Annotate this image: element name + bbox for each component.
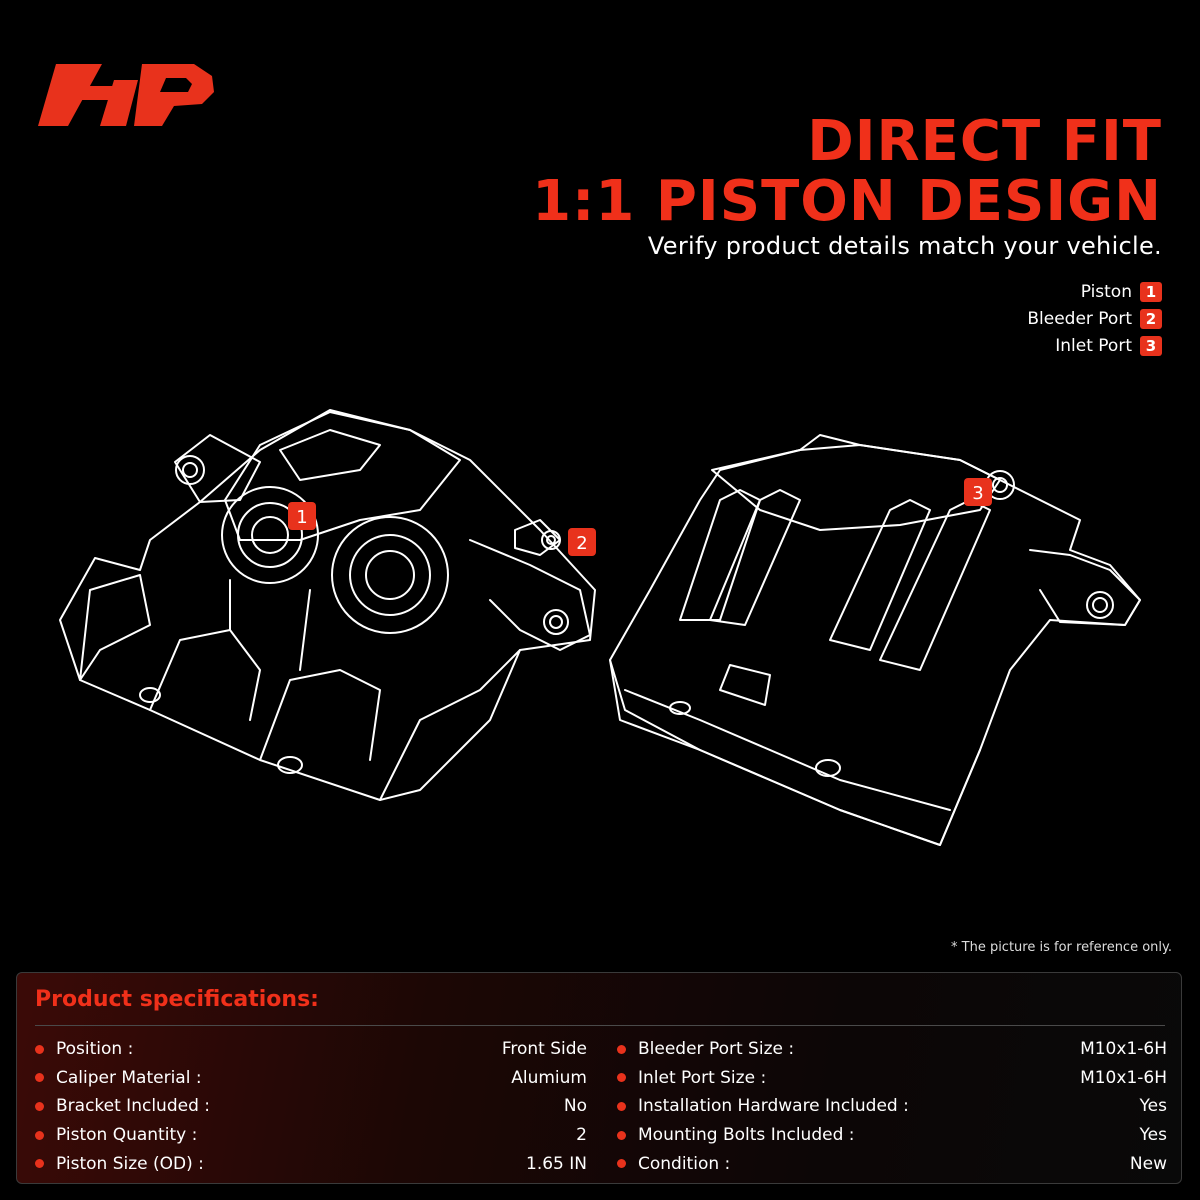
product-specifications-panel: Product specifications: Position : Front… (16, 972, 1182, 1184)
spec-value: Yes (1139, 1096, 1167, 1117)
reference-note: * The picture is for reference only. (951, 940, 1172, 955)
bullet-icon (35, 1130, 44, 1140)
spec-label: Piston Size (OD) : (56, 1153, 204, 1174)
callout-piston: 1 (288, 502, 316, 530)
legend-label: Inlet Port (1055, 335, 1132, 356)
spec-label: Position : (56, 1039, 134, 1060)
spec-value: 2 (576, 1125, 587, 1146)
spec-value: M10x1-6H (1080, 1067, 1167, 1088)
spec-row-bleeder-port-size: Bleeder Port Size : M10x1-6H (617, 1035, 1167, 1064)
spec-value: M10x1-6H (1080, 1039, 1167, 1060)
caliper-back-illustration (609, 434, 1141, 846)
brand-logo-icon (38, 64, 214, 126)
legend-badge: 1 (1140, 281, 1162, 302)
spec-row-bracket-included: Bracket Included : No (35, 1092, 587, 1121)
bullet-icon (35, 1073, 44, 1083)
caliper-illustrations: 1 2 3 (59, 409, 1141, 846)
legend-item-bleeder-port: Bleeder Port 2 (1027, 305, 1162, 332)
specs-title: Product specifications: (35, 987, 319, 1012)
spec-row-position: Position : Front Side (35, 1035, 587, 1064)
headline: DIRECT FIT 1:1 PISTON DESIGN (532, 112, 1162, 232)
subheadline: Verify product details match your vehicl… (647, 232, 1162, 260)
bullet-icon (617, 1073, 626, 1083)
bullet-icon (617, 1044, 626, 1054)
spec-row-inlet-port-size: Inlet Port Size : M10x1-6H (617, 1064, 1167, 1093)
callout-bleeder-port: 2 (568, 528, 596, 556)
svg-text:2: 2 (576, 533, 587, 554)
legend-item-inlet-port: Inlet Port 3 (1027, 332, 1162, 359)
specs-divider (35, 1025, 1165, 1026)
spec-label: Installation Hardware Included : (638, 1096, 909, 1117)
legend-label: Bleeder Port (1027, 308, 1132, 329)
spec-label: Piston Quantity : (56, 1125, 198, 1146)
spec-row-mounting-bolts: Mounting Bolts Included : Yes (617, 1121, 1167, 1150)
spec-row-caliper-material: Caliper Material : Alumium (35, 1064, 587, 1093)
bullet-icon (35, 1044, 44, 1054)
spec-row-piston-size: Piston Size (OD) : 1.65 IN (35, 1149, 587, 1178)
spec-label: Bleeder Port Size : (638, 1039, 795, 1060)
legend-label: Piston (1080, 281, 1132, 302)
spec-label: Bracket Included : (56, 1096, 210, 1117)
callout-inlet-port: 3 (964, 478, 992, 506)
svg-text:1: 1 (296, 507, 307, 528)
legend-badge: 2 (1140, 308, 1162, 329)
specs-left-column: Position : Front Side Caliper Material :… (35, 1035, 587, 1178)
bullet-icon (35, 1159, 44, 1169)
bullet-icon (617, 1130, 626, 1140)
caliper-front-illustration (59, 409, 596, 801)
spec-value: 1.65 IN (526, 1153, 587, 1174)
spec-label: Mounting Bolts Included : (638, 1125, 855, 1146)
spec-label: Caliper Material : (56, 1067, 202, 1088)
spec-row-piston-quantity: Piston Quantity : 2 (35, 1121, 587, 1150)
spec-value: Alumium (511, 1067, 587, 1088)
spec-row-condition: Condition : New (617, 1149, 1167, 1178)
svg-text:3: 3 (972, 483, 983, 504)
bullet-icon (35, 1101, 44, 1111)
parts-legend: Piston 1 Bleeder Port 2 Inlet Port 3 (1027, 278, 1162, 359)
bullet-icon (617, 1101, 626, 1111)
headline-line-2: 1:1 PISTON DESIGN (532, 169, 1162, 234)
legend-item-piston: Piston 1 (1027, 278, 1162, 305)
spec-value: New (1129, 1153, 1167, 1174)
spec-value: No (563, 1096, 587, 1117)
spec-value: Yes (1139, 1125, 1167, 1146)
spec-label: Inlet Port Size : (638, 1067, 767, 1088)
bullet-icon (617, 1159, 626, 1169)
headline-line-1: DIRECT FIT (807, 109, 1162, 174)
spec-row-installation-hardware: Installation Hardware Included : Yes (617, 1092, 1167, 1121)
legend-badge: 3 (1140, 335, 1162, 356)
spec-label: Condition : (638, 1153, 731, 1174)
spec-value: Front Side (501, 1039, 587, 1060)
specs-right-column: Bleeder Port Size : M10x1-6H Inlet Port … (617, 1035, 1167, 1178)
